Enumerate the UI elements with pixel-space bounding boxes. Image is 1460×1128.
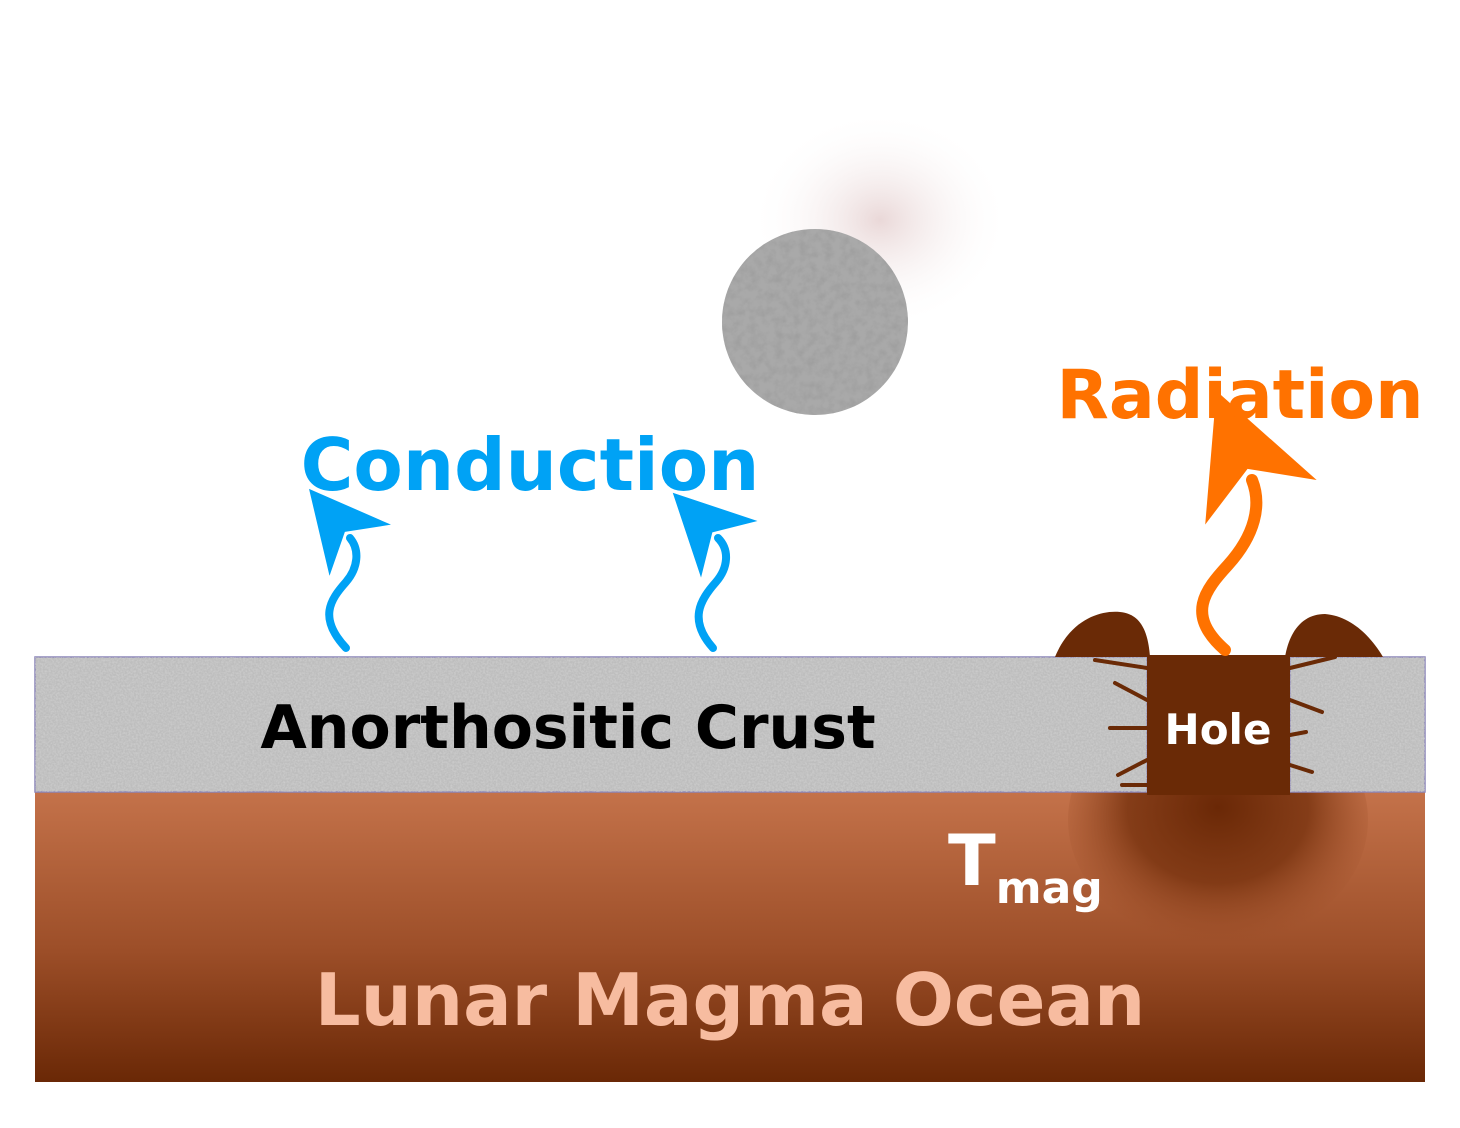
hole-label: Hole [1165,705,1272,754]
crater-rim-right [1285,614,1383,657]
conduction-arrow-right [672,492,758,652]
conduction-label: Conduction [301,423,760,507]
fracture-lines [1093,655,1337,787]
crust-label: Anorthositic Crust [260,693,875,763]
impactor-rock [722,229,908,415]
magma-temperature-label: Tmag [948,820,1103,914]
anorthositic-crust-layer [34,656,1426,793]
radiation-label: Radiation [1056,356,1423,435]
magma-ocean-label: Lunar Magma Ocean [315,958,1146,1042]
radiation-arrow [1196,390,1317,656]
temperature-subscript: mag [996,863,1103,914]
crater-rim-left [1055,611,1150,657]
conduction-arrow-left [309,488,391,652]
temperature-symbol: T [948,820,996,902]
hole [1147,655,1290,795]
